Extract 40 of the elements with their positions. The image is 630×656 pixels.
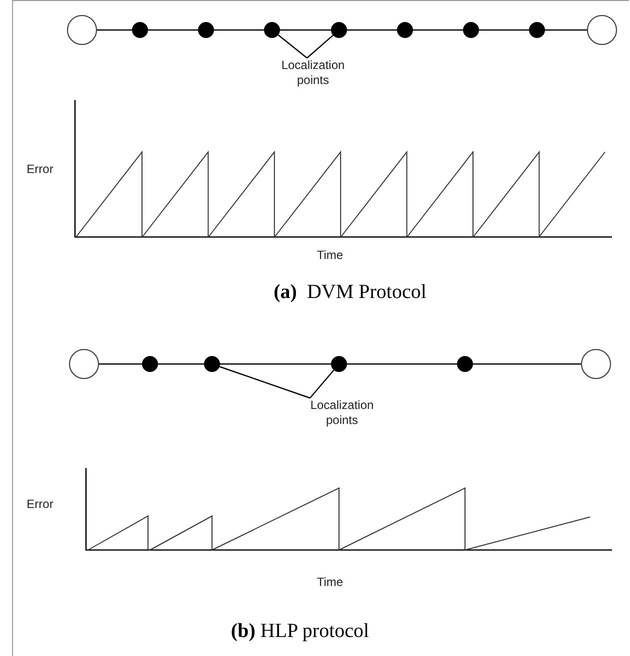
axis-label: Error [26,162,54,177]
leader-line [278,34,308,58]
node-dot [204,356,220,372]
node-dot [457,356,473,372]
leader-line [219,366,310,399]
node-dot [264,22,280,38]
leader-line [310,370,334,398]
connector-line [220,363,331,365]
connector-line [347,29,397,31]
node-dot [397,22,413,38]
node-dot [198,22,214,38]
connector-line [413,29,463,31]
axis-label: Time [316,248,344,263]
axis-label: Error [26,497,54,512]
leader-line [306,34,334,58]
axis-label: Time [316,575,344,590]
node-dot [331,356,347,372]
node-circle [587,15,617,45]
connector-line [214,29,264,31]
node-circle [69,349,99,379]
node-dot [142,356,158,372]
node-circle [581,349,611,379]
connector-line [148,29,198,31]
caption: (b) HLP protocol [230,624,370,639]
caption: (a) DVM Protocol [272,285,428,300]
callout-label: Localization points [297,398,387,428]
connector-line [545,29,587,31]
node-dot [463,22,479,38]
connector-line [158,363,204,365]
node-dot [529,22,545,38]
node-dot [331,22,347,38]
connector-line [99,363,142,365]
connector-line [473,363,581,365]
callout-label: Localization points [268,58,358,88]
node-dot [132,22,148,38]
connector-line [479,29,529,31]
connector-line [347,363,457,365]
node-circle [67,15,97,45]
connector-line [97,29,132,31]
connector-line [280,29,331,31]
